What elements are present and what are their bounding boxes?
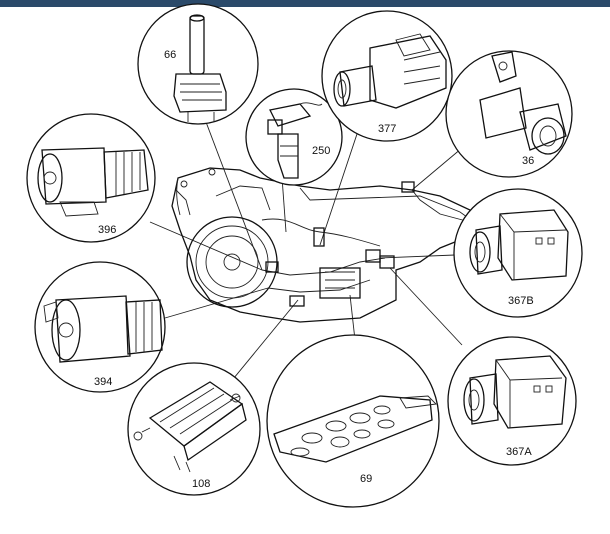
callout-396: 396 [26,113,156,243]
callout-367B-label: 367B [508,295,534,307]
callout-66: 66 [137,3,259,125]
callout-367B: 367B [453,188,583,318]
callout-377: 377 [321,10,453,142]
callout-36-label: 36 [522,155,534,167]
callout-396-label: 396 [98,224,116,236]
callout-367A: 367A [447,336,577,466]
callout-250-label: 250 [312,145,330,157]
header-bar [0,0,610,7]
callout-36: 36 [445,50,573,178]
callout-394: 394 [34,261,166,393]
callout-367A-label: 367A [506,446,532,458]
callout-69: 69 [266,334,440,508]
callout-108: 108 [127,362,261,496]
callout-377-label: 377 [378,123,396,135]
transmission-assembly [171,167,481,323]
callout-108-label: 108 [192,478,210,490]
callout-394-label: 394 [94,376,112,388]
callout-250: 250 [245,88,343,186]
callout-69-label: 69 [360,473,372,485]
callout-66-label: 66 [164,49,176,61]
